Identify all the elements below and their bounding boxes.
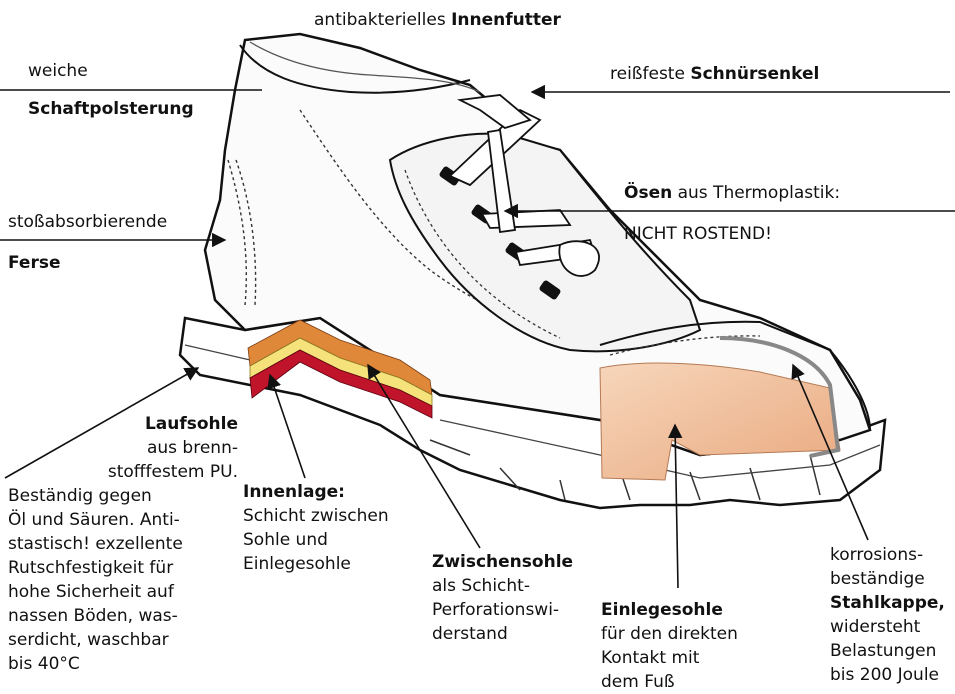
label-stahlkappe-pre-1: beständige: [830, 567, 945, 591]
label-stahlkappe-line-1: Belastungen: [830, 639, 945, 663]
label-laufsohle-line-4: stastisch! exzellente: [8, 532, 183, 556]
label-stahlkappe-bold: Stahlkappe,: [830, 591, 945, 615]
label-oesen-post: aus Thermoplastik:: [678, 183, 840, 203]
label-laufsohle-bold: Laufsohle: [8, 412, 238, 436]
label-laufsohle-line-2: Beständig gegen: [8, 484, 183, 508]
label-ferse-line1: stoßabsorbierende: [8, 210, 167, 234]
label-einlegesohle: Einlegesohle für den direkten Kontakt mi…: [601, 598, 738, 694]
label-stahlkappe-line-2: bis 200 Joule: [830, 663, 945, 687]
label-laufsohle-line-3: Öl und Säuren. Anti-: [8, 508, 183, 532]
label-stahlkappe: korrosions- beständige Stahlkappe, wider…: [830, 543, 945, 687]
label-schnuersenkel-bold: Schnürsenkel: [690, 64, 819, 84]
label-laufsohle-line-9: bis 40°C: [8, 652, 183, 676]
label-schaftpolsterung: weiche Schaftpolsterung: [28, 59, 194, 121]
label-laufsohle-line-7: nassen Böden, was-: [8, 604, 183, 628]
label-zwischensohle: Zwischensohle als Schicht- Perforationsw…: [432, 550, 573, 646]
label-zwischensohle-line-2: derstand: [432, 622, 573, 646]
label-laufsohle-line-0: aus brenn-: [8, 436, 238, 460]
label-stahlkappe-pre-0: korrosions-: [830, 543, 945, 567]
label-schnuersenkel-pre: reißfeste: [610, 64, 685, 84]
label-zwischensohle-line-0: als Schicht-: [432, 574, 573, 598]
label-schnuersenkel: reißfeste Schnürsenkel: [610, 62, 819, 86]
label-oesen: Ösen aus Thermoplastik: NICHT ROSTEND!: [624, 181, 840, 246]
label-zwischensohle-bold: Zwischensohle: [432, 550, 573, 574]
label-zwischensohle-line-1: Perforationswi-: [432, 598, 573, 622]
label-innenlage-line-0: Schicht zwischen: [243, 504, 389, 528]
label-laufsohle-line-8: serdicht, waschbar: [8, 628, 183, 652]
label-innenlage-bold: Innenlage:: [243, 480, 389, 504]
label-laufsohle-line-6: hohe Sicherheit auf: [8, 580, 183, 604]
label-ferse: stoßabsorbierende Ferse: [8, 210, 167, 275]
label-stahlkappe-line-0: widersteht: [830, 615, 945, 639]
label-innenlage-line-1: Sohle und: [243, 528, 389, 552]
label-innenlage: Innenlage: Schicht zwischen Sohle und Ei…: [243, 480, 389, 576]
label-einlegesohle-line-1: Kontakt mit: [601, 646, 738, 670]
label-laufsohle: Laufsohle aus brenn- stofffestem PU.: [8, 412, 238, 484]
label-laufsohle-line-5: Rutschfestigkeit für: [8, 556, 183, 580]
label-einlegesohle-line-2: dem Fuß: [601, 670, 738, 694]
label-ferse-bold: Ferse: [8, 251, 167, 275]
label-einlegesohle-line-0: für den direkten: [601, 622, 738, 646]
label-innenfutter: antibakterielles Innenfutter: [314, 8, 561, 32]
label-innenfutter-bold: Innenfutter: [451, 10, 561, 30]
label-innenfutter-pre: antibakterielles: [314, 10, 446, 30]
label-laufsohle-body: Beständig gegen Öl und Säuren. Anti- sta…: [8, 484, 183, 676]
label-oesen-bold: Ösen: [624, 183, 672, 203]
label-laufsohle-line-1: stofffestem PU.: [8, 460, 238, 484]
label-einlegesohle-bold: Einlegesohle: [601, 598, 738, 622]
label-innenlage-line-2: Einlegesohle: [243, 552, 389, 576]
label-schaftpolsterung-bold: Schaftpolsterung: [28, 97, 194, 121]
label-oesen-line2: NICHT ROSTEND!: [624, 222, 840, 246]
label-schaftpolsterung-line1: weiche: [28, 59, 194, 83]
